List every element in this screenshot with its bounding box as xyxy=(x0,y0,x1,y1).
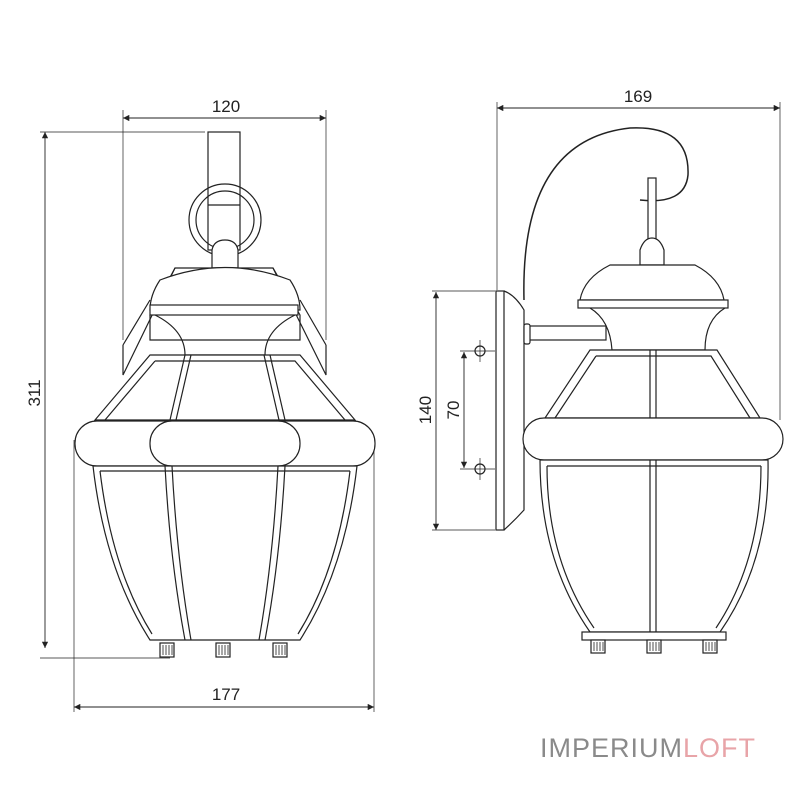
brand-logo: IMPERIUMLOFT xyxy=(540,733,756,764)
dim-mount-spacing: 70 xyxy=(444,401,463,420)
dim-front-width-top: 120 xyxy=(212,97,240,116)
finials-side xyxy=(590,639,718,654)
side-view xyxy=(432,102,784,654)
brand-part1: IMPERIUM xyxy=(540,733,683,763)
dim-backplate-height: 140 xyxy=(416,396,435,424)
dim-front-height: 311 xyxy=(25,379,44,406)
front-view xyxy=(40,110,376,712)
dim-side-depth: 169 xyxy=(624,87,652,106)
dim-front-width-bottom: 177 xyxy=(212,685,240,704)
brand-part2: LOFT xyxy=(683,733,757,763)
finials-front xyxy=(159,642,288,658)
